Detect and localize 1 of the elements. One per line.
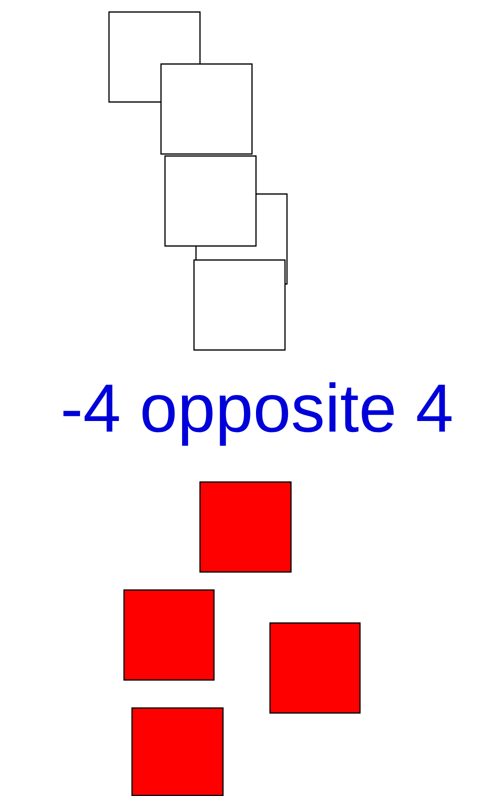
handwritten-label: -4 opposite 4 bbox=[63, 382, 452, 446]
